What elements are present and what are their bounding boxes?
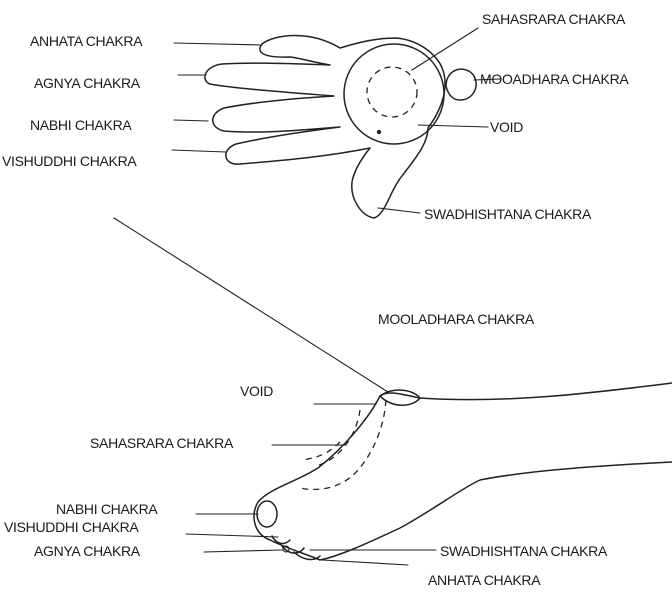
hand-labels: ANHATA CHAKRA AGNYA CHAKRA NABHI CHAKRA … xyxy=(2,11,629,222)
void-dot xyxy=(377,130,381,134)
foot-label-anhata: ANHATA CHAKRA xyxy=(428,572,541,588)
hand-label-nabhi: NABHI CHAKRA xyxy=(30,117,132,133)
hand-label-agnya: AGNYA CHAKRA xyxy=(34,75,141,91)
hand-label-anhata: ANHATA CHAKRA xyxy=(30,33,143,49)
hand-outline xyxy=(205,36,445,219)
foot-dashed-arc-2 xyxy=(316,410,360,466)
palm-inner-dashed-circle xyxy=(367,67,417,117)
foot-outline xyxy=(254,383,672,560)
foot-label-agnya: AGNYA CHAKRA xyxy=(34,543,141,559)
hand-label-void: VOID xyxy=(490,119,523,135)
hand-label-vishuddhi: VISHUDDHI CHAKRA xyxy=(2,153,137,169)
diagonal-divider-line xyxy=(114,218,388,392)
hand-label-mooadhara: MOOADHARA CHAKRA xyxy=(480,71,629,87)
foot-labels: MOOLADHARA CHAKRA VOID SAHASRARA CHAKRA … xyxy=(4,311,608,588)
hand-drawing xyxy=(205,36,476,219)
foot-label-nabhi: NABHI CHAKRA xyxy=(56,501,158,517)
foot-label-sahasrara: SAHASRARA CHAKRA xyxy=(90,435,234,451)
foot-leader-lines xyxy=(186,404,436,565)
hand-label-sahasrara: SAHASRARA CHAKRA xyxy=(482,11,626,27)
big-toe xyxy=(257,501,277,527)
foot-label-mooladhara: MOOLADHARA CHAKRA xyxy=(378,311,535,327)
foot-label-vishuddhi: VISHUDDHI CHAKRA xyxy=(4,519,139,535)
hand-label-swadhishtana: SWADHISHTANA CHAKRA xyxy=(424,206,592,222)
foot-label-swadhishtana: SWADHISHTANA CHAKRA xyxy=(440,543,608,559)
thumb-outline xyxy=(446,69,476,100)
hand-leader-lines xyxy=(172,28,500,213)
small-toes xyxy=(272,536,320,559)
foot-label-void: VOID xyxy=(240,383,273,399)
foot-drawing xyxy=(254,383,672,560)
